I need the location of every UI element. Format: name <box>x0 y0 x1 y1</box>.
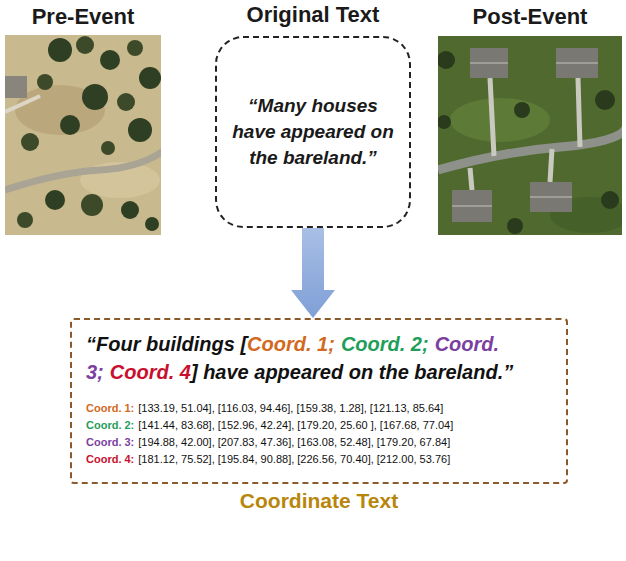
original-text-panel: Original Text “Many houses have appeared … <box>215 2 411 228</box>
coordinate-row: Coord. 1: [133.19, 51.04], [116.03, 94.46… <box>86 400 552 417</box>
sentence-part: Coord. 2; <box>341 333 429 355</box>
driveway <box>550 149 552 182</box>
post-event-image <box>438 36 622 235</box>
tree <box>17 212 33 228</box>
driveway <box>470 168 472 190</box>
tree <box>601 191 619 209</box>
sentence-part: Coord. 4 <box>110 361 191 383</box>
coordinate-values: [133.19, 51.04], [116.03, 94.46], [159.3… <box>138 402 443 414</box>
tree <box>595 90 615 110</box>
tree <box>139 67 161 89</box>
dashed-box: “Four buildings [Coord. 1; Coord. 2; Coord… <box>70 318 568 484</box>
coordinate-values: [181.12, 75.52], [195.84, 90.88], [226.5… <box>138 453 450 465</box>
road <box>5 150 161 190</box>
roof-ridge <box>530 196 572 198</box>
house <box>556 48 598 78</box>
tree <box>21 133 39 151</box>
panel-heading: Original Text <box>215 2 411 28</box>
tree <box>128 118 152 142</box>
house <box>530 182 572 212</box>
road <box>438 128 622 170</box>
coordinate-label: Coord. 2: <box>86 419 134 431</box>
dashed-rounded-box: “Many houses have appeared on the barela… <box>215 36 411 228</box>
roof-ridge <box>452 205 492 207</box>
tree <box>438 51 455 69</box>
tree <box>514 102 530 118</box>
panel-caption: Coordinate Text <box>70 488 568 514</box>
driveway <box>578 78 580 147</box>
coordinate-row: Coord. 3: [194.88, 42.00], [207.83, 47.36… <box>86 434 552 451</box>
tree <box>507 218 523 234</box>
tree <box>145 217 159 231</box>
tree <box>81 194 103 216</box>
lawn-patch <box>450 98 550 142</box>
tree <box>121 201 139 219</box>
coordinate-values: [141.44, 83.68], [152.96, 42.24], [179.2… <box>138 419 453 431</box>
block-arrow <box>291 228 335 318</box>
quote-text: “Many houses have appeared on the barela… <box>227 93 399 171</box>
bare-ground <box>5 35 161 235</box>
coordinate-row: Coord. 4: [181.12, 75.52], [195.84, 90.88… <box>86 451 552 468</box>
sentence-part: Coord. 1; <box>247 333 335 355</box>
driveway <box>5 96 40 112</box>
coordinate-values: [194.88, 42.00], [207.83, 47.36], [163.0… <box>138 436 450 448</box>
tree <box>438 115 451 129</box>
tree <box>100 50 120 70</box>
house <box>452 190 492 222</box>
coordinate-label: Coord. 3: <box>86 436 134 448</box>
roof-ridge <box>556 62 598 64</box>
tree <box>82 84 108 110</box>
tree <box>37 74 53 90</box>
tree <box>45 190 65 210</box>
tree <box>60 115 80 135</box>
sentence-part: ] have appeared on the bareland.” <box>191 361 513 383</box>
roof-ridge <box>470 62 508 64</box>
driveway <box>490 78 494 156</box>
coordinate-label: Coord. 1: <box>86 402 134 414</box>
coordinate-text-panel: “Four buildings [Coord. 1; Coord. 2; Coord… <box>70 318 568 514</box>
coordinate-list: Coord. 1: [133.19, 51.04], [116.03, 94.46… <box>86 400 552 468</box>
tree <box>127 40 143 56</box>
tree <box>101 141 115 155</box>
tree <box>76 36 94 54</box>
house <box>470 48 508 78</box>
house <box>5 76 27 98</box>
coordinate-label: Coord. 4: <box>86 453 134 465</box>
image-heading: Pre-Event <box>5 4 161 30</box>
coordinate-sentence: “Four buildings [Coord. 1; Coord. 2; Coord… <box>86 330 552 386</box>
sentence-part: “Four buildings [ <box>86 333 247 355</box>
tree <box>117 93 135 111</box>
coordinate-row: Coord. 2: [141.44, 83.68], [152.96, 42.24… <box>86 417 552 434</box>
pre-event-image <box>5 35 161 235</box>
image-heading: Post-Event <box>438 4 622 30</box>
tree <box>48 38 72 62</box>
